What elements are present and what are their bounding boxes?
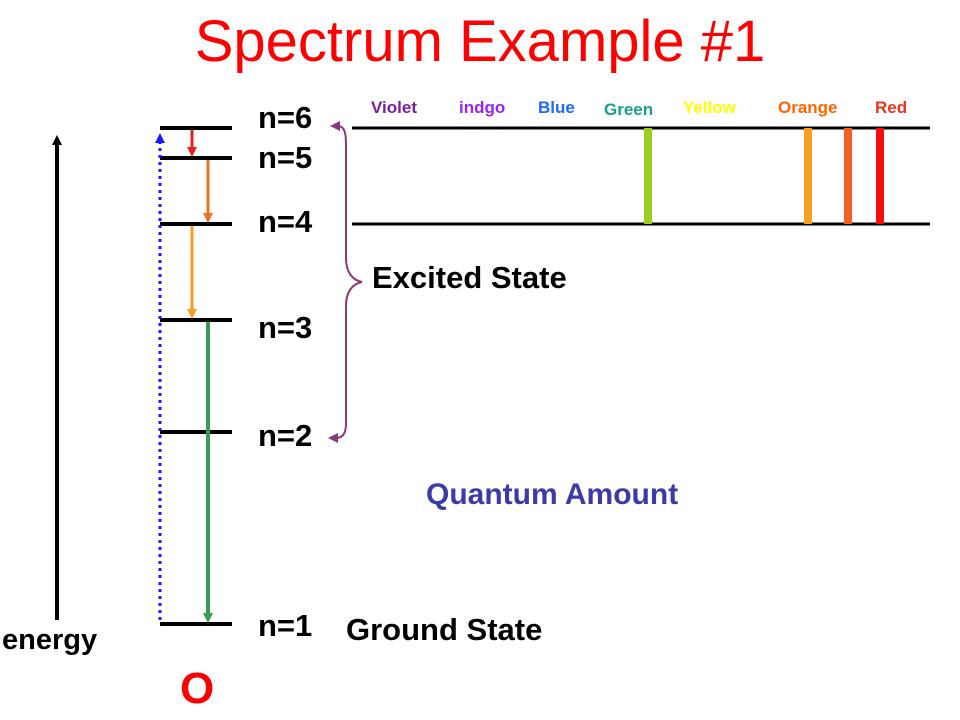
quantum-amount-label: Quantum Amount	[426, 478, 679, 511]
element-symbol: O	[180, 664, 215, 713]
level-label-n5: n=5	[258, 140, 313, 175]
ground-state-label: Ground State	[346, 612, 543, 647]
excited-state-brace	[335, 125, 363, 439]
level-label-n3: n=3	[258, 310, 313, 345]
brace-arrowhead-top	[330, 121, 340, 131]
excited-state-label: Excited State	[372, 260, 567, 295]
brace-arrowhead-bottom	[328, 433, 338, 443]
color-label-blue: Blue	[538, 98, 575, 117]
level-label-n1: n=1	[258, 608, 313, 643]
level-label-n6: n=6	[258, 100, 313, 135]
energy-axis-label: energy	[2, 624, 98, 656]
color-label-green: Green	[604, 100, 654, 119]
level-label-n2: n=2	[258, 418, 313, 453]
color-label-yellow: Yellow	[683, 98, 736, 117]
level-label-n4: n=4	[258, 204, 313, 239]
color-label-violet: Violet	[371, 98, 417, 117]
color-label-red: Red	[875, 98, 908, 117]
page-title: Spectrum Example #1	[194, 9, 766, 74]
color-label-orange: Orange	[778, 98, 838, 117]
color-label-indigo: indgo	[459, 98, 506, 117]
